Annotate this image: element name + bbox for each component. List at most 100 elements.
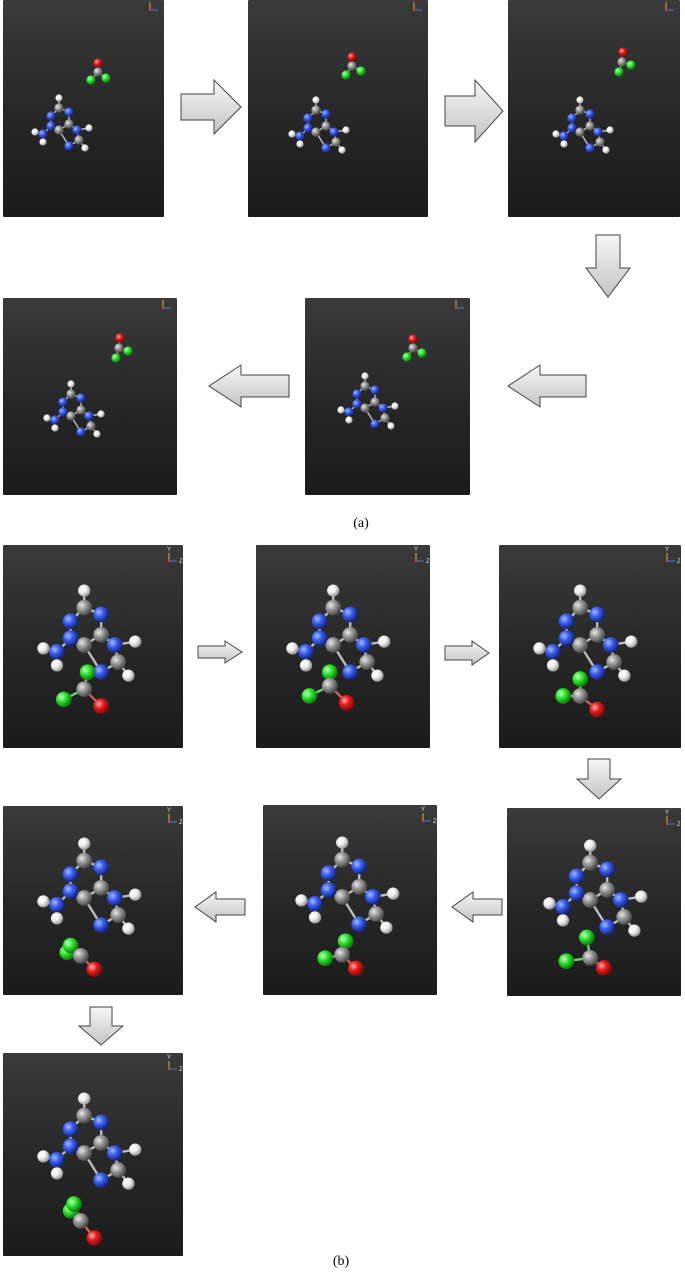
nitrogen-atom [612,892,629,908]
hydrogen-atom [371,669,384,682]
phosgene-molecule [111,333,133,363]
nitrogen-atom [303,113,313,123]
axis-indicator [454,300,464,310]
nitrogen-atom [351,858,368,875]
nitrogen-atom [344,407,354,417]
hydrogen-atom [380,921,393,934]
nitrogen-atom [321,143,331,153]
hydrogen-atom [391,402,399,410]
nitrogen-atom [72,125,82,135]
nitrogen-atom [46,121,56,131]
nitrogen-atom [320,865,337,882]
adenine-molecule [37,1092,142,1190]
adenine-molecule [295,836,400,934]
carbon-atom [76,890,93,906]
hydrogen-atom [560,140,568,148]
carbon-atom [72,1213,89,1229]
hydrogen-atom [552,130,560,138]
oxygen-atom [86,1230,103,1246]
nitrogen-atom [568,885,585,902]
hydrogen-atom [51,424,59,432]
arrow-down [78,1006,124,1046]
z-axis-label: Z [179,820,183,826]
hydrogen-atom [336,836,349,849]
hydrogen-atom [129,635,142,648]
nitrogen-atom [58,407,68,417]
arrow-left [507,364,587,408]
hydrogen-atom [50,912,64,925]
nitrogen-atom [62,1138,79,1155]
carbon-atom [66,389,76,399]
hydrogen-atom [337,406,345,414]
oxygen-atom [347,52,357,62]
nitrogen-atom [303,123,313,133]
oxygen-atom [93,698,110,715]
hydrogen-atom [37,895,50,908]
phosgene-molecule [614,47,636,77]
caption-a: (a) [353,516,369,531]
arrow-right [197,640,243,664]
chlorine-atom [123,346,133,356]
adenine-molecule [286,584,391,682]
axis-origin [454,306,458,310]
axis-origin [414,559,418,563]
carbon-atom [76,852,93,869]
hydrogen-atom [295,894,308,907]
oxygen-atom [589,701,606,718]
carbon-atom [380,413,390,423]
phosgene-molecule [62,1196,103,1246]
nitrogen-atom [558,613,575,630]
hydrogen-atom [43,414,51,422]
adenine-molecule [533,584,638,682]
oxygen-atom [93,58,103,68]
y-axis-label: Y [167,808,171,814]
carbon-atom [351,878,368,895]
hydrogen-atom [78,584,91,597]
carbon-atom [599,881,616,898]
carbon-atom [572,599,589,616]
phosgene-molecule [55,664,110,715]
oxygen-atom [408,334,418,344]
hydrogen-atom [574,584,587,597]
nitrogen-atom [589,606,606,623]
hydrogen-atom [78,837,91,850]
carbon-atom [359,654,376,670]
chlorine-atom [66,1196,82,1212]
nitrogen-atom [76,427,86,437]
carbon-atom [76,637,93,653]
nitrogen-atom [370,385,380,395]
hydrogen-atom [602,146,610,154]
nitrogen-atom [62,613,79,630]
carbon-atom [54,103,64,113]
oxygen-atom [347,960,364,977]
nitrogen-atom [106,1145,123,1161]
nitrogen-atom [106,890,123,906]
hydrogen-atom [543,897,556,910]
carbon-atom [76,405,86,415]
nitrogen-atom [93,1172,110,1189]
axis-origin [665,822,669,826]
nitrogen-atom [364,889,381,905]
oxygen-atom [595,960,612,976]
carbon-atom [331,137,341,147]
nitrogen-atom [555,898,571,915]
nitrogen-atom [378,403,388,413]
carbon-atom [595,137,605,147]
adenine-molecule [288,96,350,154]
nitrogen-atom [62,630,79,647]
nitrogen-atom [62,883,79,900]
carbon-atom [72,947,89,964]
axis-origin [167,820,171,824]
nitrogen-atom [62,866,79,883]
carbon-atom [408,343,418,353]
carbon-atom [325,637,342,653]
carbon-atom [575,127,585,137]
hydrogen-atom [387,422,395,430]
oxygen-atom [115,333,125,343]
carbon-atom [64,119,74,129]
chlorine-atom [317,950,334,967]
nitrogen-atom [352,399,362,409]
